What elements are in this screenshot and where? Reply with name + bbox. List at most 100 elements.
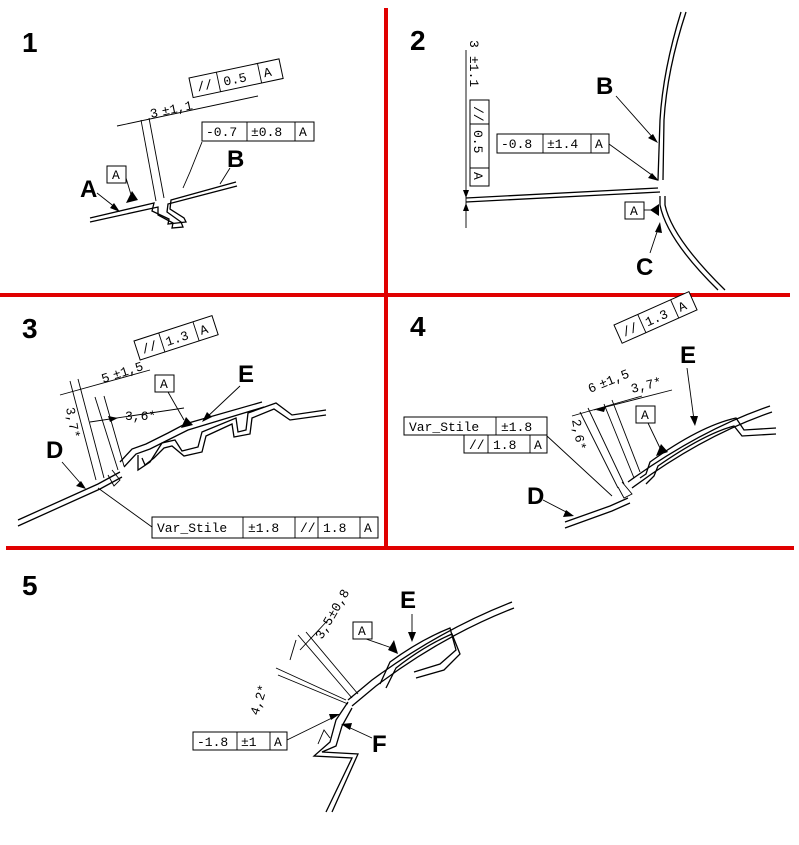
datum-triangle	[388, 640, 398, 654]
extension-line	[277, 674, 349, 705]
profile-tolerance: ±1	[241, 735, 257, 750]
label-e: E	[238, 361, 254, 388]
datum-leader	[365, 638, 393, 649]
hem-detail	[617, 481, 633, 499]
panel-4: 4 6 ±1,5 3,7* 2,6* /	[403, 290, 777, 529]
arrowhead	[329, 714, 340, 720]
extension-line	[305, 631, 359, 695]
datum-leader	[647, 422, 661, 449]
parallel-frame	[613, 290, 698, 344]
datum-reference: A	[595, 137, 603, 152]
label-c: C	[636, 254, 653, 281]
dimension-value: 2,6*	[568, 418, 588, 451]
label-d-leader	[61, 461, 83, 486]
dimension-line	[571, 395, 643, 417]
extension-line	[69, 380, 97, 481]
horizontal-divider-top	[0, 293, 790, 297]
upper-panel	[627, 405, 771, 483]
panel-number: 1	[22, 27, 38, 58]
label-b-leader	[615, 95, 656, 141]
dimension-line	[89, 407, 185, 423]
arrowhead	[341, 723, 352, 730]
leader-line	[97, 487, 153, 528]
profile-tolerance: ±0.8	[251, 125, 282, 140]
parallel-tolerance: 1.3	[164, 328, 191, 349]
arrowhead	[202, 412, 212, 422]
parallel-tolerance: 1.8	[323, 521, 346, 536]
label-e: E	[680, 342, 696, 369]
upper-panel	[119, 401, 263, 463]
lower-bracket-inner	[321, 707, 359, 813]
panel-number: 5	[22, 570, 38, 601]
datum-triangle	[181, 417, 193, 428]
lower-bracket	[312, 701, 354, 813]
datum-box	[106, 165, 127, 184]
panel-number: 4	[410, 311, 426, 342]
extension-line	[77, 378, 105, 479]
profile-name: Var_Stile	[409, 420, 479, 435]
leader-line	[286, 715, 337, 741]
dimension-tolerance: ±1,1	[160, 98, 194, 119]
extension-line	[611, 399, 641, 473]
stile-profile-inner	[385, 633, 461, 689]
parallel-tolerance: 0.5	[470, 130, 485, 153]
frame-divider	[215, 72, 221, 92]
profile-value: -0.8	[501, 137, 532, 152]
arrowhead	[648, 173, 659, 181]
part-surface-b	[89, 181, 237, 225]
panel-number: 2	[410, 25, 426, 56]
outer-surface	[657, 11, 682, 181]
frame-divider	[192, 321, 200, 342]
dimension-value: 3,7*	[629, 375, 663, 397]
profile-tolerance: ±1.8	[501, 420, 532, 435]
vertical-divider	[384, 8, 388, 550]
datum-box	[635, 405, 656, 424]
outer-surface-inner	[662, 11, 687, 181]
datum-reference: A	[262, 65, 273, 81]
frame-divider	[637, 314, 647, 333]
dimension-value: 3	[149, 106, 160, 122]
horizontal-surface	[465, 187, 659, 199]
leader-line	[182, 141, 203, 189]
datum-reference: A	[470, 172, 485, 180]
arrowhead	[463, 190, 469, 198]
extension-line	[140, 119, 157, 202]
profile-tolerance: ±1.8	[248, 521, 279, 536]
dimension-value: 4,2*	[248, 683, 272, 717]
panel-5: 5 3,5 ±0,8 4,2* A -1.8 ±1	[22, 570, 515, 813]
parallel-symbol: //	[140, 338, 160, 357]
extension-line	[587, 407, 625, 485]
arrowhead	[596, 406, 606, 412]
parallel-frame	[469, 99, 490, 187]
stile-profile	[137, 402, 327, 472]
dimension-value: 3,7*	[62, 406, 82, 439]
lower-panel	[564, 497, 629, 523]
profile-frame	[192, 731, 288, 751]
dimension-value: 5	[100, 370, 112, 387]
datum-reference: A	[299, 125, 307, 140]
extension-line	[579, 411, 619, 489]
panel-2: 2 3 ±1.1 // 0.5 A -0.8 ±1.4 A	[410, 11, 726, 291]
extension-line	[603, 403, 635, 479]
extension-line	[103, 395, 125, 467]
dimension-line	[593, 389, 673, 411]
arrowhead	[108, 416, 118, 422]
label-e-leader	[205, 385, 241, 419]
lower-panel	[17, 471, 121, 521]
hem-detail	[107, 469, 121, 487]
datum-letter: A	[160, 377, 168, 392]
arrowhead	[648, 134, 658, 143]
datum-leader	[167, 391, 185, 421]
panel-number: 3	[22, 313, 38, 344]
datum-letter: A	[630, 204, 638, 219]
parallel-frame	[188, 58, 284, 99]
label-b-leader	[219, 167, 231, 185]
label-d: D	[46, 437, 63, 464]
parallel-symbol: //	[196, 77, 215, 95]
dimension-line	[59, 369, 151, 396]
datum-reference: A	[364, 521, 372, 536]
lower-panel-inner	[564, 502, 631, 529]
panel-1: 1 3 ±1,1 // 0.5 A -0.7 ±0.8 A	[22, 27, 315, 229]
datum-letter: A	[641, 408, 649, 423]
label-f: F	[372, 731, 387, 758]
